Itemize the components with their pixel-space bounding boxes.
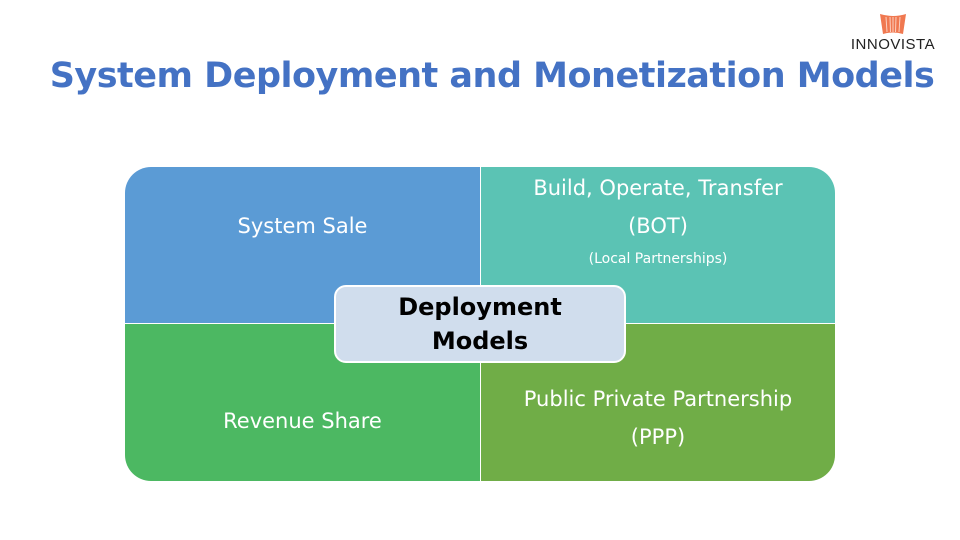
quadrant-label-abbrev: (PPP) xyxy=(630,425,686,449)
quadrant-label: Public Private Partnership xyxy=(523,387,793,411)
quadrant-ppp: Public Private Partnership (PPP) xyxy=(481,324,835,481)
page-title: System Deployment and Monetization Model… xyxy=(49,56,935,96)
quadrant-label: Revenue Share xyxy=(223,409,382,433)
center-label-line1: Deployment xyxy=(398,293,562,321)
quadrant-note: (Local Partnerships) xyxy=(588,251,728,267)
center-box-deployment-models: Deployment Models xyxy=(334,285,626,363)
logo-mark-icon xyxy=(880,14,906,34)
quadrant-label: Build, Operate, Transfer xyxy=(533,176,783,200)
quadrant-label-abbrev: (BOT) xyxy=(628,214,688,238)
center-label-line2: Models xyxy=(431,327,529,355)
logo-text: INNOVISTA xyxy=(850,36,936,53)
innovista-logo: INNOVISTA xyxy=(835,12,951,53)
quadrant-label: System Sale xyxy=(237,214,368,238)
